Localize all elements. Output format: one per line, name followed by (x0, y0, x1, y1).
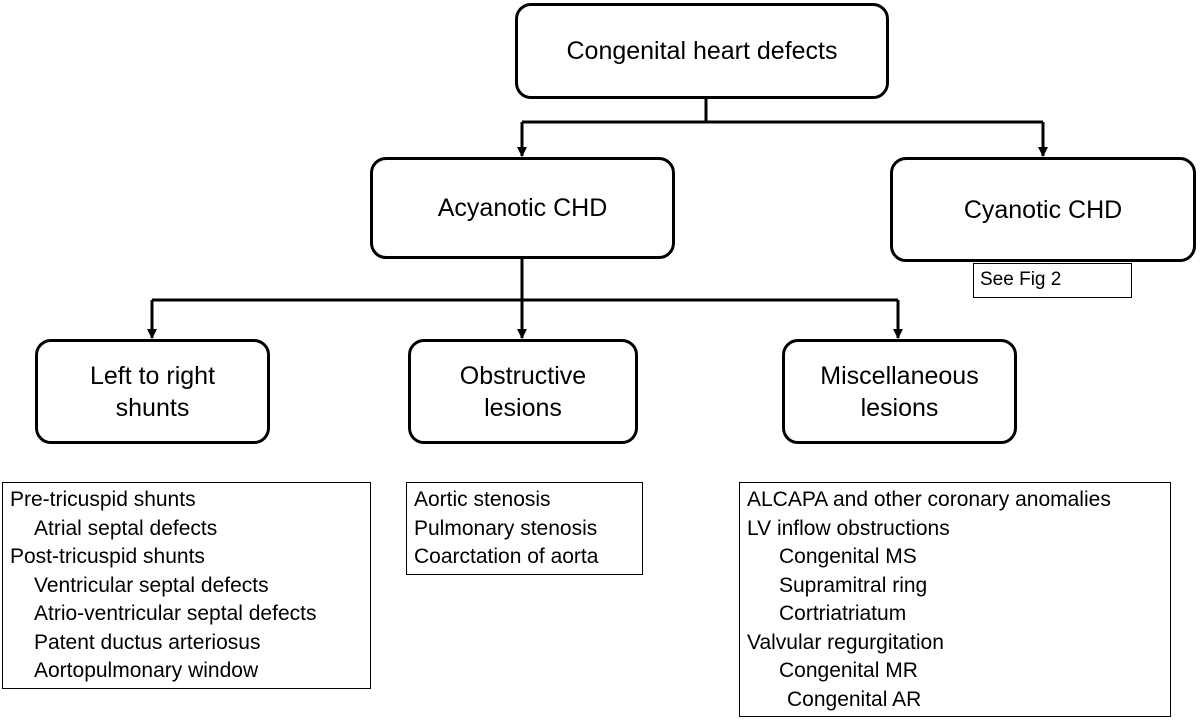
list-item: Coarctation of aorta (414, 545, 599, 568)
left-to-right-label-line2: shunts (115, 393, 190, 422)
obstructive-list: Aortic stenosis Pulmonary stenosis Coarc… (406, 482, 643, 575)
root-label: Congenital heart defects (566, 37, 838, 65)
list-item: Patent ductus arteriosus (34, 630, 261, 654)
miscellaneous-label-line1: Miscellaneous (820, 361, 979, 390)
list-item: ALCAPA and other coronary anomalies (747, 488, 1111, 511)
list-item: Aortic stenosis (414, 488, 551, 511)
miscellaneous-list: ALCAPA and other coronary anomalies LV i… (739, 482, 1171, 717)
cyanotic-label: Cyanotic CHD (963, 195, 1123, 224)
list-item: Congenital MS (779, 545, 917, 568)
root-node: Congenital heart defects (515, 3, 889, 99)
left-to-right-list: Pre-tricuspid shunts Atrial septal defec… (2, 482, 371, 689)
list-item: Atrio-ventricular septal defects (34, 602, 317, 625)
list-item: Pulmonary stenosis (414, 516, 598, 540)
miscellaneous-label-line2: lesions (860, 393, 939, 422)
cyanotic-note-label: See Fig 2 (980, 269, 1062, 290)
obstructive-label-line1: Obstructive (459, 361, 587, 390)
obstructive-node: Obstructive lesions (408, 339, 638, 444)
cyanotic-node: Cyanotic CHD (890, 157, 1196, 262)
list-item: Cortriatriatum (779, 602, 907, 625)
acyanotic-label: Acyanotic CHD (437, 194, 608, 222)
list-item: Atrial septal defects (34, 516, 218, 540)
list-item: Post-tricuspid shunts (10, 545, 205, 568)
list-item: Valvular regurgitation (747, 630, 944, 654)
acyanotic-node: Acyanotic CHD (370, 157, 675, 259)
list-item: Pre-tricuspid shunts (10, 488, 196, 511)
list-item: Congenital MR (779, 659, 918, 682)
list-item: Congenital AR (787, 687, 922, 711)
miscellaneous-node: Miscellaneous lesions (782, 339, 1017, 444)
cyanotic-note: See Fig 2 (973, 263, 1132, 298)
list-item: Aortopulmonary window (34, 659, 259, 682)
obstructive-label-line2: lesions (484, 393, 562, 422)
list-item: Supramitral ring (779, 573, 928, 597)
list-item: LV inflow obstructions (747, 516, 950, 540)
left-to-right-label-line1: Left to right (89, 361, 216, 390)
left-to-right-node: Left to right shunts (35, 339, 270, 444)
list-item: Ventricular septal defects (34, 573, 269, 597)
